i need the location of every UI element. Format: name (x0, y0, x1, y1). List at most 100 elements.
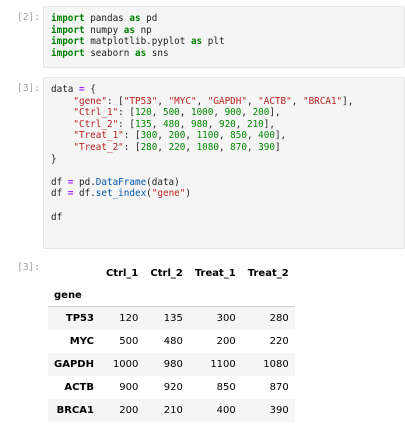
code-token: 200 (168, 130, 186, 142)
code-token: , (151, 118, 163, 130)
code-token: "Ctrl_2" (73, 118, 119, 130)
table-cell: 200 (216, 336, 236, 347)
code-token: df (51, 176, 68, 188)
table-cell: 210 (163, 405, 183, 416)
code-token: as (190, 36, 203, 48)
code-token (51, 119, 73, 130)
code-line: df = df.set_index("gene") (51, 188, 397, 200)
code-token: , (157, 95, 169, 107)
code-token: : [ (106, 95, 124, 107)
code-token: 850 (230, 130, 247, 142)
code-token: 135 (134, 118, 152, 130)
code-token: pd. (73, 176, 96, 188)
code-token: "gene" (151, 188, 186, 200)
code-token: "gene" (73, 95, 107, 107)
code-token: , (185, 141, 197, 153)
output-prompt: [3]: (17, 262, 40, 273)
code-token: 400 (258, 130, 275, 142)
code-token: df (51, 188, 68, 200)
code-token: seaborn (84, 47, 135, 59)
code-line: import seaborn as sns (51, 48, 397, 60)
code-token: pandas (84, 13, 130, 24)
row-label: MYC (69, 336, 94, 347)
code-line: "gene": ["TP53", "MYC", "GAPDH", "ACTB",… (51, 96, 397, 108)
row-label: GAPDH (54, 359, 94, 370)
code-editor[interactable]: data = { "gene": ["TP53", "MYC", "GAPDH"… (51, 84, 397, 223)
table-cell: 300 (216, 313, 236, 324)
code-token: import (51, 13, 85, 24)
code-token: import (51, 24, 85, 36)
code-token: = (79, 84, 85, 95)
code-token: , (218, 141, 231, 153)
table-cell: 200 (119, 405, 139, 416)
code-token: sns (146, 47, 169, 59)
table-row: BRCA1 200 210 400 390 (48, 399, 295, 422)
code-token: , (235, 118, 247, 130)
code-token: df (51, 211, 63, 223)
code-token: plt (202, 36, 225, 48)
code-token (51, 130, 73, 141)
code-token (51, 107, 73, 118)
code-token: , (291, 95, 303, 107)
row-label: TP53 (65, 313, 94, 324)
code-token: 390 (258, 141, 275, 153)
code-line: } (51, 154, 397, 166)
code-cell[interactable]: data = { "gene": ["TP53", "MYC", "GAPDH"… (43, 77, 405, 249)
table-cell: 280 (269, 313, 289, 324)
column-header: Treat_1 (194, 268, 236, 279)
code-line: import numpy as np (51, 25, 397, 37)
code-token: ], (269, 107, 281, 119)
code-token: matplotlib.pyplot (84, 36, 191, 48)
code-token: as (134, 47, 147, 59)
code-token: "Ctrl_1" (73, 107, 119, 119)
code-token: "MYC" (168, 95, 197, 107)
code-token: , (246, 130, 259, 142)
code-token: : [ (123, 130, 141, 142)
corner-header (48, 262, 100, 285)
code-line: "Ctrl_2": [135, 480, 980, 920, 210], (51, 119, 397, 131)
table-cell: 480 (163, 336, 183, 347)
table-cell: 1080 (263, 359, 289, 370)
code-token: numpy (84, 24, 124, 36)
code-token: 300 (140, 130, 158, 142)
code-token: { (84, 84, 96, 95)
table-row: TP53 120 135 300 280 (48, 306, 295, 330)
table-cell: 980 (163, 359, 183, 370)
code-line (51, 165, 397, 177)
code-token: 980 (190, 118, 208, 130)
index-name: gene (54, 290, 82, 301)
code-token: } (51, 153, 57, 165)
code-token: 120 (134, 107, 152, 119)
code-token: , (241, 107, 253, 119)
code-token: "ACTB" (258, 95, 292, 107)
code-token: 870 (230, 141, 247, 153)
code-token: , (157, 141, 169, 153)
code-token: 920 (218, 118, 236, 130)
code-token: 1000 (190, 107, 214, 119)
table-cell: 400 (216, 405, 236, 416)
code-token: : [ (118, 118, 135, 130)
table-cell: 920 (163, 382, 183, 393)
table-row: MYC 500 480 200 220 (48, 330, 295, 353)
code-line: "Treat_2": [280, 220, 1080, 870, 390] (51, 142, 397, 154)
table-cell: 1100 (210, 359, 236, 370)
table-cell: 850 (216, 382, 236, 393)
code-token: DataFrame (95, 176, 147, 188)
code-token: import (51, 36, 85, 48)
code-line: df (51, 212, 397, 224)
code-token: set_index (95, 188, 147, 200)
code-token: , (196, 95, 208, 107)
index-name-row: gene (48, 285, 295, 307)
table-row: GAPDH 1000 980 1100 1080 (48, 353, 295, 376)
code-token: ], (263, 118, 275, 130)
code-token: "TP53" (123, 95, 158, 107)
code-line: df = pd.DataFrame(data) (51, 177, 397, 189)
table-cell: 1000 (112, 359, 139, 370)
code-token: "GAPDH" (207, 95, 247, 107)
code-token: pd (140, 13, 158, 24)
code-token: 1080 (196, 141, 219, 153)
code-token: (data) (146, 176, 180, 188)
table-cell: 500 (119, 336, 139, 347)
